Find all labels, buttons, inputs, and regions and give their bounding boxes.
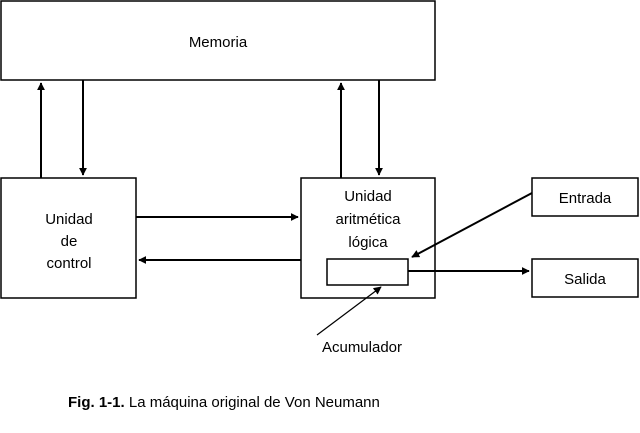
control-label-line-1: Unidad bbox=[45, 211, 93, 228]
entrada-label: Entrada bbox=[559, 190, 612, 207]
accumulator-register bbox=[326, 258, 409, 286]
memoria-label: Memoria bbox=[189, 34, 248, 51]
figure-caption: Fig. 1-1. La máquina original de Von Neu… bbox=[68, 394, 380, 411]
alu-label-line-3: lógica bbox=[348, 234, 388, 251]
control-label-line-3: control bbox=[46, 255, 91, 272]
salida-box: Salida bbox=[531, 258, 639, 298]
alu-label-line-1: Unidad bbox=[344, 188, 392, 205]
acumulador-label: Acumulador bbox=[322, 339, 402, 356]
memoria-box: Memoria bbox=[0, 0, 436, 81]
alu-box: Unidad aritmética lógica bbox=[300, 177, 436, 299]
entrada-box: Entrada bbox=[531, 177, 639, 217]
control-label-line-2: de bbox=[61, 233, 78, 250]
figure-number: Fig. 1-1. bbox=[68, 394, 125, 411]
pointer-acumulador-label bbox=[316, 286, 382, 336]
alu-label-line-2: aritmética bbox=[335, 211, 401, 228]
arrow-entrada-to-accumulator bbox=[411, 192, 533, 258]
figure-caption-text: La máquina original de Von Neumann bbox=[124, 394, 380, 411]
salida-label: Salida bbox=[564, 271, 606, 288]
control-unit-box: Unidad de control bbox=[0, 177, 137, 299]
